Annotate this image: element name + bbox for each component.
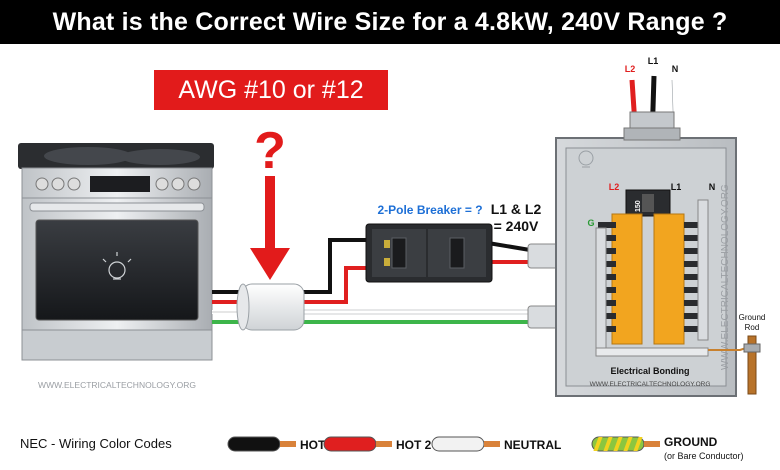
terminal-n-top: N: [672, 64, 679, 74]
awg-size-banner: AWG #10 or #12: [154, 70, 388, 110]
breaker-slot: [684, 313, 700, 319]
range-watermark: WWW.ELECTRICALTECHNOLOGY.ORG: [38, 380, 196, 390]
electric-range: WWW.ELECTRICALTECHNOLOGY.ORG: [18, 143, 214, 390]
legend-item-label: NEUTRAL: [504, 438, 561, 452]
panel-side-watermark: WWW.ELECTRICALTECHNOLOGY.ORG: [720, 184, 731, 370]
oven-light-icon: [102, 252, 132, 280]
breaker-slot: [598, 313, 616, 319]
legend-item: NEUTRAL: [431, 436, 561, 452]
breaker-slot: [598, 261, 616, 267]
legend-item: HOT 2: [323, 436, 432, 452]
legend-item-label: HOT 2: [396, 438, 432, 452]
ground-rod-label-line2: Rod: [745, 323, 760, 332]
page-title: What is the Correct Wire Size for a 4.8k…: [0, 0, 780, 44]
breaker-slot: [598, 300, 616, 306]
range-control-display: [90, 176, 150, 192]
breaker-slot: [684, 261, 700, 267]
panel-watermark: WWW.ELECTRICALTECHNOLOGY.ORG: [590, 381, 711, 388]
breaker-label: 2-Pole Breaker = ?: [377, 203, 482, 217]
voltage-label-line1: L1 & L2: [491, 201, 542, 217]
legend-item: GROUND (or Bare Conductor): [591, 435, 744, 461]
breaker-slot: [684, 248, 700, 254]
terminal-l1-panel: L1: [671, 182, 682, 192]
bonding-label: Electrical Bonding: [610, 366, 689, 376]
breaker-slot: [598, 222, 616, 228]
legend-heading: NEC - Wiring Color Codes: [20, 436, 172, 451]
terminal-g-side: G: [587, 218, 594, 228]
terminal-l1-top: L1: [648, 56, 659, 66]
terminal-n-side: N: [709, 182, 716, 192]
bulb-icon: [578, 150, 594, 168]
ground-rod-label-line1: Ground: [739, 313, 766, 322]
breaker-slot: [598, 248, 616, 254]
breaker-slot: [598, 287, 616, 293]
question-mark: ?: [254, 122, 286, 180]
legend-item: HOT 1: [227, 436, 336, 452]
range-knobs: [35, 177, 201, 191]
wire-swatch-icon: [227, 436, 281, 452]
breaker-slot: [684, 274, 700, 280]
ground-rod: Ground Rod: [708, 313, 766, 395]
terminal-l2-panel: L2: [609, 182, 620, 192]
breaker-slot: [684, 300, 700, 306]
cable-conduit: [236, 283, 305, 331]
bus-fingers: [598, 222, 700, 332]
breaker-slot: [598, 235, 616, 241]
two-pole-breaker: 2-Pole Breaker = ?: [365, 203, 493, 283]
breaker-slot: [598, 326, 616, 332]
breaker-slot: [598, 274, 616, 280]
breaker-slot: [684, 235, 700, 241]
legend-item-sublabel: (or Bare Conductor): [664, 451, 744, 461]
main-breaker-rating: 150: [635, 200, 642, 212]
breaker-slot: [684, 287, 700, 293]
service-panel: Electrical Bonding WWW.ELECTRICALTECHNOL…: [555, 111, 737, 397]
wire-swatch-icon: [431, 436, 485, 452]
arrow-down-icon: [250, 176, 290, 280]
breaker-slot: [684, 326, 700, 332]
color-code-legend: NEC - Wiring Color Codes HOT 1 HOT 2 NEUTR…: [20, 435, 744, 461]
breaker-slot: [684, 222, 700, 228]
terminal-l2-top: L2: [625, 64, 636, 74]
legend-item-label: GROUND: [664, 435, 718, 449]
wire-swatch-icon: [323, 436, 377, 452]
oven-handle: [29, 202, 205, 212]
panel-connectors: [527, 243, 559, 329]
voltage-label-line2: = 240V: [494, 218, 539, 234]
